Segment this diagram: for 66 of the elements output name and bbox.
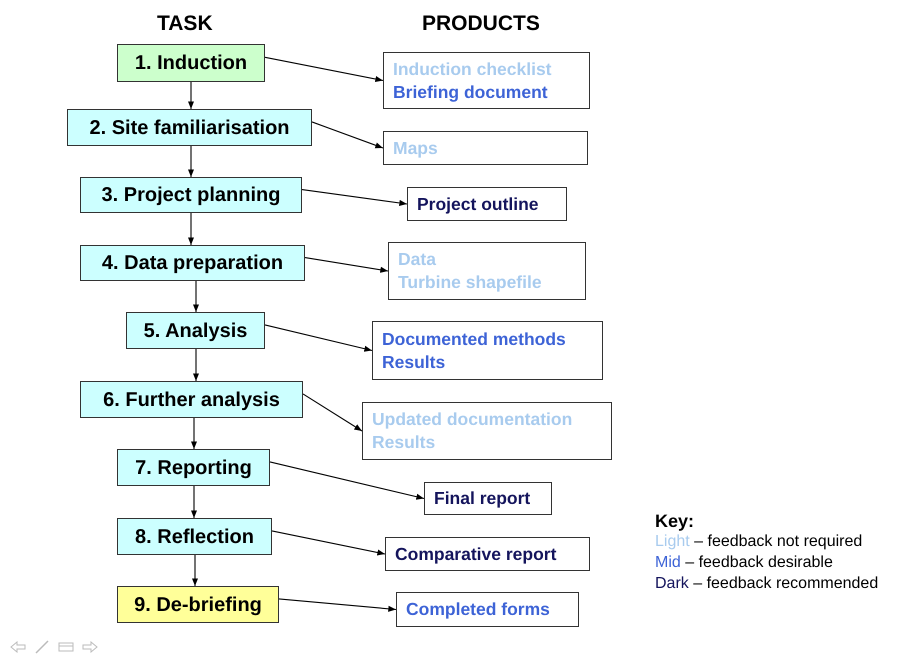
task-label: 4. Data preparation	[102, 251, 284, 275]
task-label: 8. Reflection	[135, 524, 254, 548]
product-box	[383, 131, 588, 165]
arrow	[192, 281, 200, 312]
product-box	[362, 402, 612, 460]
arrow	[272, 530, 386, 556]
task-label: 9. De-briefing	[134, 592, 262, 616]
task-box	[117, 586, 279, 623]
task-box	[80, 177, 302, 213]
product-box	[396, 592, 579, 627]
product-box	[407, 187, 567, 221]
arrow	[278, 598, 396, 612]
task-label: 5. Analysis	[144, 318, 248, 342]
task-box	[117, 44, 265, 82]
product-label: Maps	[393, 136, 438, 160]
product-label: Updated documentation	[372, 408, 572, 431]
task-box	[80, 245, 305, 281]
product-box	[424, 482, 552, 515]
product-label: Data	[398, 248, 436, 271]
task-label: 3. Project planning	[102, 183, 280, 207]
task-label: 6. Further analysis	[103, 388, 280, 412]
legend-text: – feedback desirable	[684, 553, 833, 573]
column-heading: TASK	[157, 11, 213, 37]
arrow	[192, 349, 200, 381]
product-label: Documented methods	[382, 328, 566, 350]
product-label: Final report	[434, 487, 530, 510]
arrow	[188, 213, 194, 245]
task-label: 1. Induction	[134, 51, 248, 75]
legend-text: – feedback recommended	[692, 574, 878, 594]
product-label: Results	[382, 350, 446, 374]
product-box	[383, 52, 590, 109]
product-label: Briefing document	[393, 80, 548, 104]
legend-key-word: Dark	[655, 574, 689, 594]
arrow	[302, 189, 408, 206]
task-box	[80, 381, 303, 418]
product-label: Completed forms	[406, 598, 550, 621]
product-label: Project outline	[417, 192, 539, 216]
product-label: Turbine shapefile	[398, 271, 542, 294]
arrow	[192, 555, 198, 586]
product-label: Results	[372, 431, 436, 454]
arrow	[264, 324, 372, 352]
arrow	[270, 461, 424, 500]
product-box	[388, 242, 586, 300]
product-box	[385, 537, 590, 571]
task-label: 2. Site familiarisation	[89, 116, 290, 140]
column-heading: PRODUCTS	[422, 11, 540, 37]
task-box	[126, 312, 265, 349]
task-box	[67, 109, 312, 146]
task-box	[117, 449, 270, 486]
arrow	[302, 393, 362, 432]
legend-title: Key:	[655, 510, 694, 533]
product-label: Induction checklist	[393, 58, 552, 80]
task-box	[117, 518, 272, 555]
arrow	[264, 56, 384, 82]
arrow	[312, 121, 384, 149]
arrow	[188, 82, 194, 109]
arrow	[304, 257, 388, 273]
product-label: Comparative report	[395, 542, 556, 566]
arrow	[190, 418, 198, 449]
legend-text: – feedback not required	[693, 532, 862, 552]
task-label: 7. Reporting	[135, 456, 252, 480]
legend-key-word: Mid	[655, 553, 681, 573]
legend-key-word: Light	[655, 532, 690, 552]
product-box	[372, 321, 603, 380]
arrow	[188, 146, 194, 177]
arrow	[190, 486, 198, 518]
